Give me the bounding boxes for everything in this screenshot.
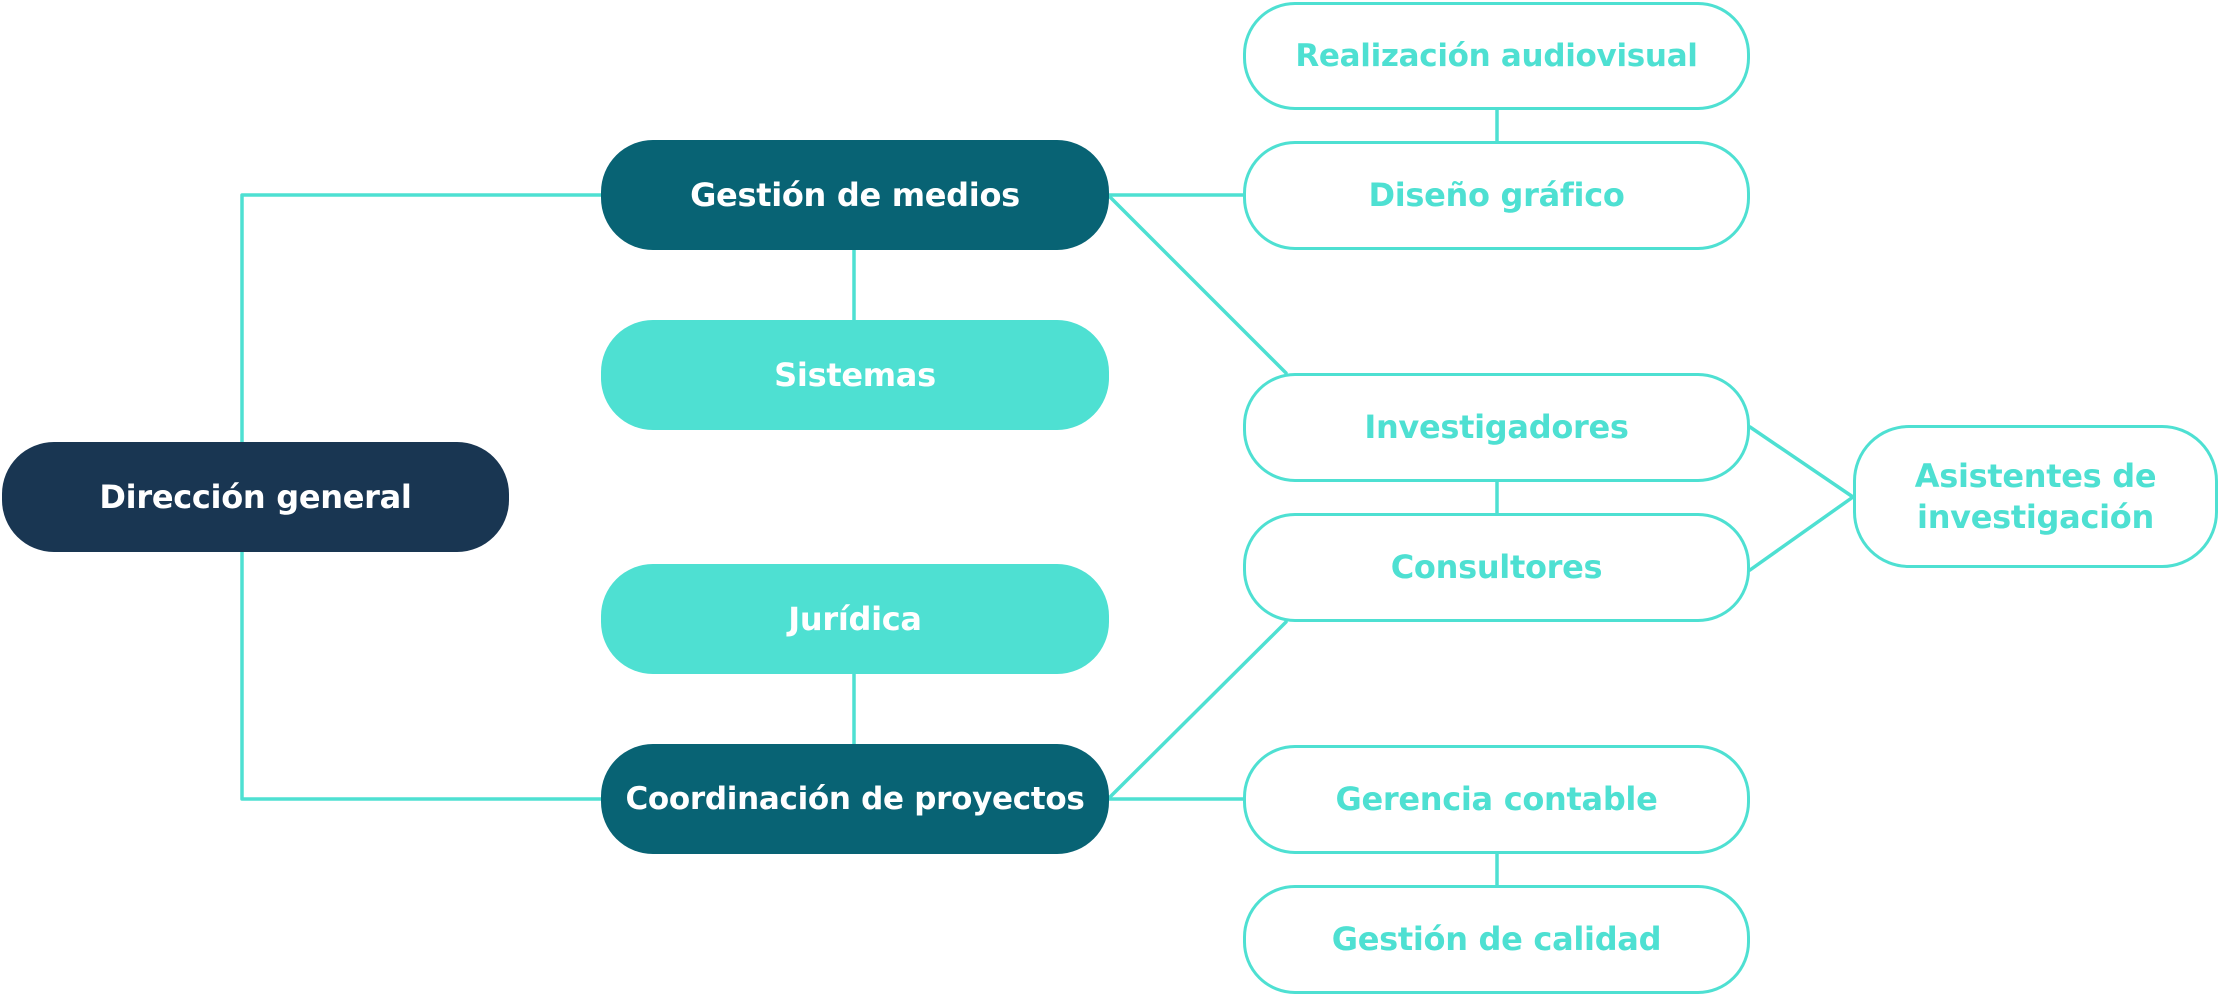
node-coordinacion-de-proyectos: Coordinación de proyectos: [601, 744, 1109, 854]
node-label: Diseño gráfico: [1368, 176, 1625, 214]
node-label: Dirección general: [99, 477, 412, 516]
node-label: Consultores: [1390, 548, 1603, 586]
node-label: Gestión de calidad: [1331, 920, 1662, 958]
node-label: Gerencia contable: [1335, 780, 1658, 818]
node-asistentes-de-investigacion: Asistentes de investigación: [1853, 425, 2218, 568]
node-gestion-de-calidad: Gestión de calidad: [1243, 885, 1750, 994]
node-label: Coordinación de proyectos: [625, 780, 1085, 817]
node-label: Sistemas: [774, 355, 936, 394]
node-label: Investigadores: [1364, 408, 1629, 446]
node-label: Realización audiovisual: [1295, 37, 1698, 74]
edge-gestion-investigadores: [1107, 194, 1288, 375]
node-sistemas: Sistemas: [601, 320, 1109, 430]
node-gerencia-contable: Gerencia contable: [1243, 745, 1750, 854]
node-label: Jurídica: [788, 599, 922, 638]
edge-direccion-gestion: [240, 193, 603, 444]
node-direccion-general: Dirección general: [2, 442, 509, 552]
node-label: Asistentes de investigación: [1914, 456, 2157, 536]
node-consultores: Consultores: [1243, 513, 1750, 622]
edge-coordinacion-consultores: [1107, 620, 1288, 800]
node-diseno-grafico: Diseño gráfico: [1243, 141, 1750, 250]
node-investigadores: Investigadores: [1243, 373, 1750, 482]
node-label: Gestión de medios: [690, 175, 1020, 214]
edge-investigadores-asistentes: [1748, 425, 1855, 499]
node-gestion-de-medios: Gestión de medios: [601, 140, 1109, 250]
edge-direccion-coordinacion: [240, 550, 603, 801]
edge-consultores-asistentes: [1748, 495, 1855, 572]
node-juridica: Jurídica: [601, 564, 1109, 674]
node-realizacion-audiovisual: Realización audiovisual: [1243, 2, 1750, 110]
